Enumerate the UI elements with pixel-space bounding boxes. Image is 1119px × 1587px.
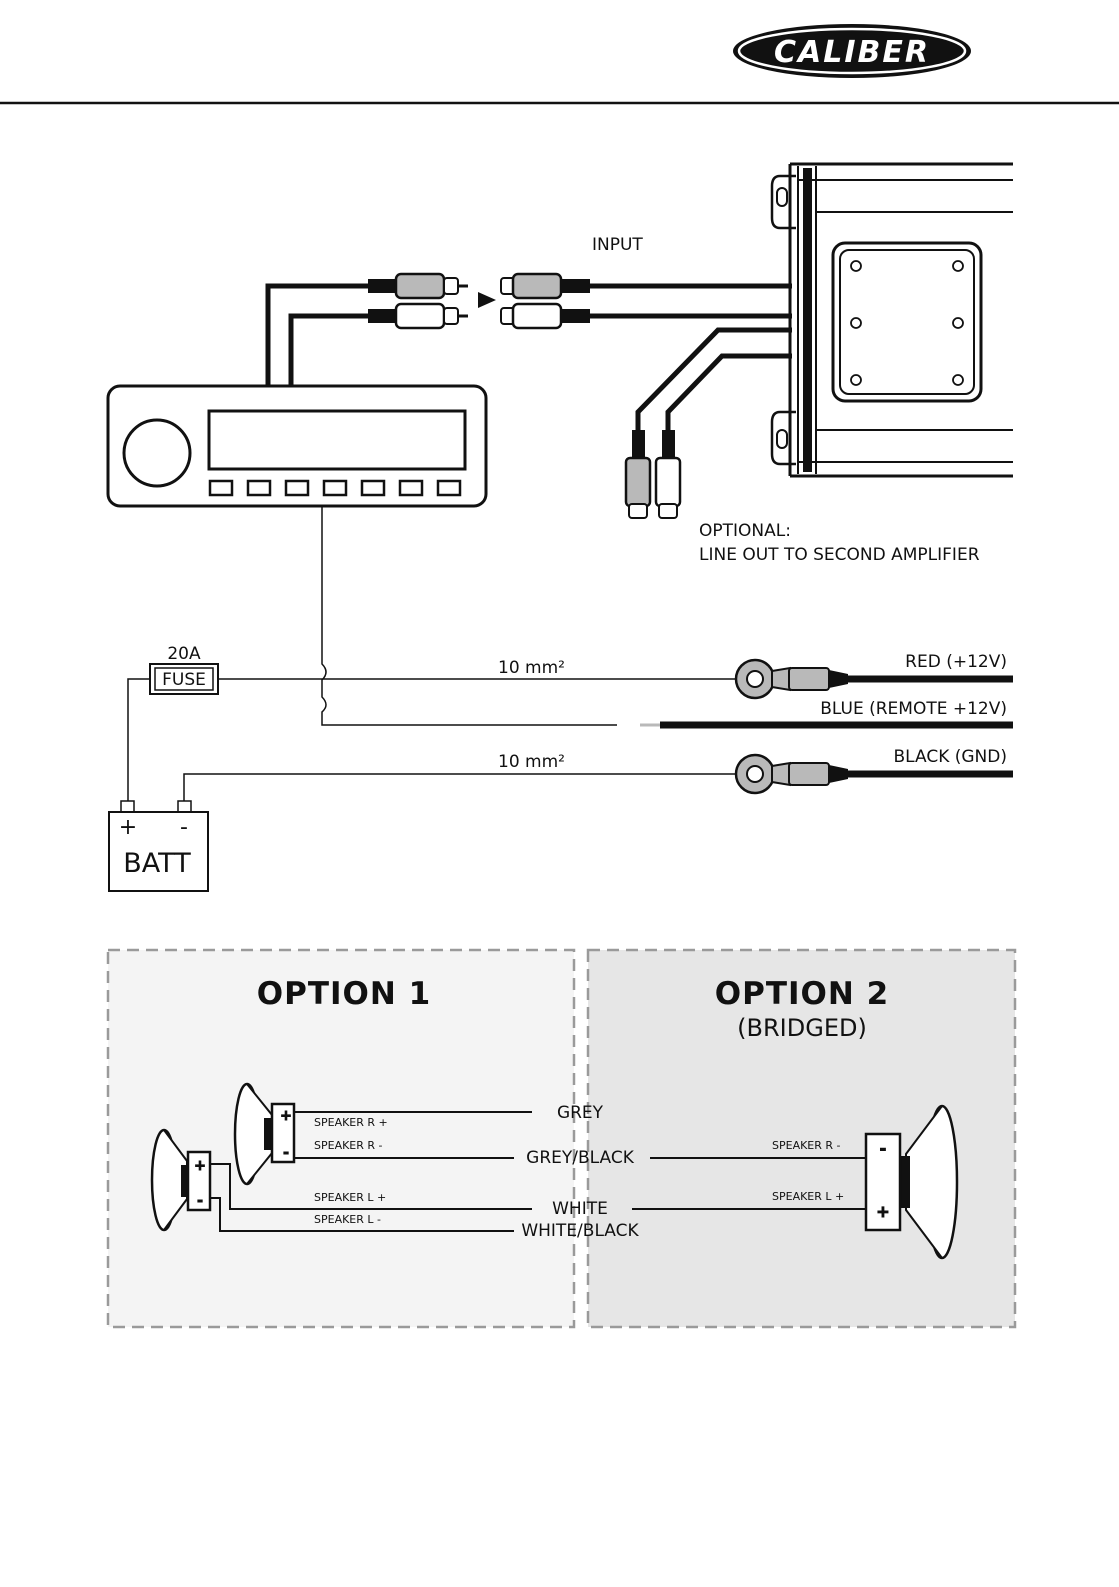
amplifier xyxy=(772,164,1013,476)
svg-text:-: - xyxy=(283,1145,289,1161)
fuse: FUSE xyxy=(150,664,218,694)
cable-size-power: 10 mm² xyxy=(498,658,565,678)
line-out-label: LINE OUT TO SECOND AMPLIFIER xyxy=(699,545,980,565)
rca-input-cables xyxy=(268,274,792,386)
svg-text:-: - xyxy=(880,1139,887,1158)
option2-title: OPTION 2 xyxy=(715,976,889,1012)
wire-white-label: WHITE xyxy=(552,1199,608,1219)
option1-title: OPTION 1 xyxy=(257,976,431,1012)
opt1-speaker-l-plus: SPEAKER L + xyxy=(314,1191,386,1204)
header: CALIBER xyxy=(0,24,1119,103)
svg-text:+: + xyxy=(194,1158,206,1174)
option2-subtitle: (BRIDGED) xyxy=(737,1014,867,1042)
input-label: INPUT xyxy=(592,235,643,255)
opt1-speaker-r-minus: SPEAKER R - xyxy=(314,1139,383,1152)
fuse-label: FUSE xyxy=(162,670,206,690)
batt-label: BATT xyxy=(123,848,191,879)
wire-grey-black-label: GREY/BLACK xyxy=(526,1148,635,1168)
black-wire-label: BLACK (GND) xyxy=(893,747,1007,767)
svg-text:+: + xyxy=(280,1108,292,1124)
opt2-speaker-l-plus: SPEAKER L + xyxy=(772,1190,844,1203)
wire-white-black-label: WHITE/BLACK xyxy=(521,1221,639,1241)
svg-text:+: + xyxy=(876,1202,889,1221)
wire-grey-label: GREY xyxy=(557,1103,604,1123)
cable-size-ground: 10 mm² xyxy=(498,752,565,772)
batt-minus: - xyxy=(180,815,188,840)
batt-plus: + xyxy=(119,815,137,840)
battery: + - BATT xyxy=(109,801,208,891)
head-unit xyxy=(108,386,486,506)
opt1-speaker-r-plus: SPEAKER R + xyxy=(314,1116,388,1129)
logo-text: CALIBER xyxy=(774,35,930,70)
line-out-cables xyxy=(626,330,792,518)
svg-text:-: - xyxy=(197,1193,203,1209)
blue-wire-label: BLUE (REMOTE +12V) xyxy=(820,699,1007,719)
optional-label: OPTIONAL: xyxy=(699,521,791,541)
opt1-speaker-l-minus: SPEAKER L - xyxy=(314,1213,381,1226)
caliber-logo: CALIBER xyxy=(733,24,971,78)
red-wire-label: RED (+12V) xyxy=(905,652,1007,672)
opt2-speaker-r-minus: SPEAKER R - xyxy=(772,1139,841,1152)
fuse-rating: 20A xyxy=(167,644,201,664)
